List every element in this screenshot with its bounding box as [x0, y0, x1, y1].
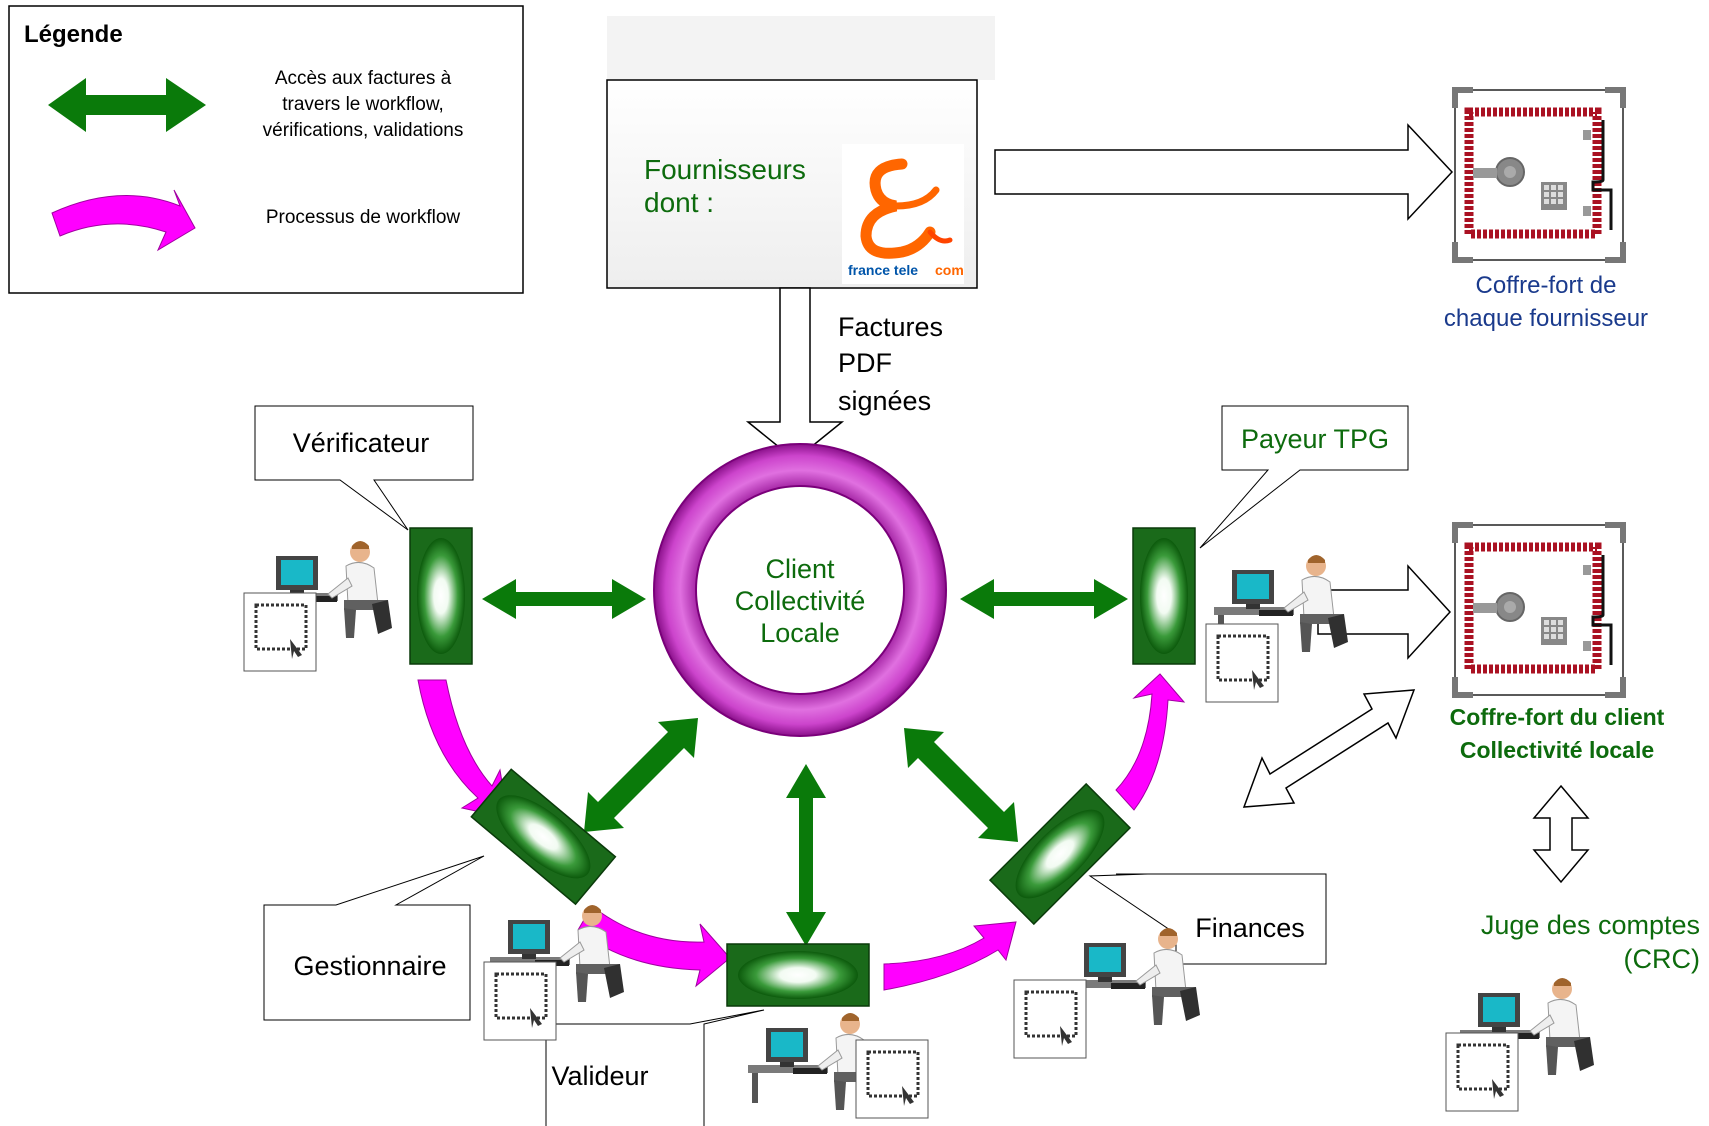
client-safe-label-line-2: Collectivité locale [1460, 737, 1654, 763]
workflow-nodes [409, 527, 1196, 1007]
role-finances: Finances [1195, 913, 1305, 943]
france-telecom-logo: france tele com [842, 144, 964, 284]
legend-workflow-label: Processus de workflow [266, 207, 461, 228]
legend-access-line-3: vérifications, validations [263, 120, 464, 141]
legend-workflow-arrow-icon [51, 189, 196, 252]
role-gestionnaire: Gestionnaire [293, 951, 446, 981]
supplier-safe-label-line-2: chaque fournisseur [1444, 305, 1648, 332]
workflow-arrow-3-icon [883, 921, 1017, 991]
role-payeur: Payeur TPG [1241, 424, 1389, 454]
finances-certificate-icon [1012, 978, 1088, 1060]
legend-access-line-1: Accès aux factures à [275, 68, 452, 89]
invoices-label-line-2: PDF [838, 348, 892, 378]
node-payeur [1132, 527, 1196, 665]
judge-certificate-icon [1444, 1031, 1520, 1113]
callout-valideur: Valideur [545, 1009, 765, 1126]
judge-label-line-2: (CRC) [1624, 944, 1700, 974]
access-arrow-verificateur [482, 579, 646, 619]
access-arrow-finances [904, 728, 1018, 842]
node-verificateur [409, 527, 473, 665]
judge-label-line-1: Juge des comptes [1481, 910, 1700, 940]
logo-text-part-1: france tele [848, 262, 918, 278]
role-valideur: Valideur [551, 1061, 648, 1091]
supplier-label-line-1: Fournisseurs [644, 154, 806, 185]
invoice-flow-down-arrow-icon [745, 287, 845, 461]
hub-center [695, 485, 905, 695]
supplier-label-line-2: dont : [644, 187, 714, 218]
access-arrow-valideur [786, 764, 826, 946]
legend-panel: Légende Accès aux factures à travers le … [8, 5, 524, 294]
supplier-header-band [607, 16, 995, 80]
callout-gestionnaire: Gestionnaire [263, 855, 485, 1021]
access-arrow-gestionnaire [584, 718, 698, 832]
node-gestionnaire [470, 768, 617, 906]
logo-text-part-2: com [935, 262, 964, 278]
supplier-block: Fournisseurs dont : france tele com [606, 16, 995, 289]
client-safe-icon [1455, 525, 1623, 695]
gestionnaire-certificate-icon [482, 960, 558, 1042]
valideur-certificate-icon [854, 1038, 930, 1120]
invoices-label-line-3: signées [838, 386, 931, 416]
node-finances [988, 782, 1132, 926]
role-verificateur: Vérificateur [293, 428, 430, 458]
payeur-certificate-icon [1204, 622, 1280, 704]
supplier-to-safe-arrow-icon [994, 123, 1454, 221]
legend-access-arrow-icon [48, 78, 206, 132]
callout-payeur: Payeur TPG [1199, 405, 1409, 549]
legend-frame [8, 5, 524, 294]
hub-label-line-2: Collectivité [735, 586, 866, 616]
safe-judge-exchange-arrow-icon [1532, 784, 1590, 884]
hub-label-line-1: Client [765, 554, 835, 584]
client-hub: Client Collectivité Locale [653, 443, 947, 737]
workflow-arrow-4-icon [1115, 673, 1186, 811]
callout-verificateur: Vérificateur [254, 405, 474, 531]
access-arrows [482, 579, 1128, 946]
legend-title: Légende [24, 21, 123, 48]
finances-safe-exchange-arrow-icon [1242, 689, 1416, 808]
invoices-label-line-1: Factures [838, 312, 943, 342]
access-arrow-payeur [960, 579, 1128, 619]
client-safe-label-line-1: Coffre-fort du client [1450, 704, 1665, 730]
legend-access-line-2: travers le workflow, [282, 94, 444, 115]
supplier-safe-label-line-1: Coffre-fort de [1476, 272, 1617, 299]
node-valideur [726, 943, 870, 1007]
hub-label-line-3: Locale [760, 618, 840, 648]
supplier-safe-icon [1455, 90, 1623, 260]
verificateur-certificate-icon [242, 591, 318, 673]
callout-finances: Finances [1088, 873, 1327, 965]
